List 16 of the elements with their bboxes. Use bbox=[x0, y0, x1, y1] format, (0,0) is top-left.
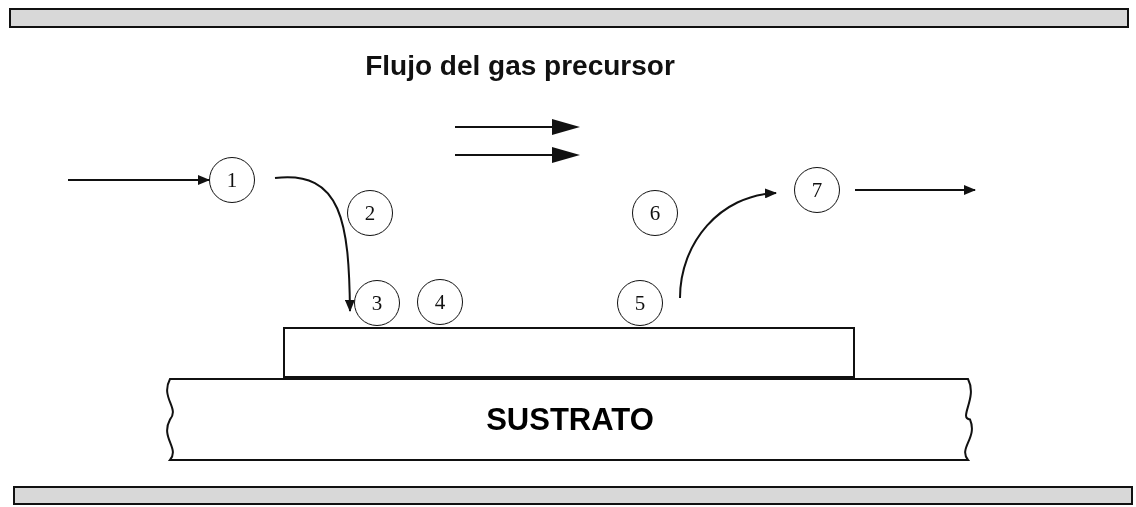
step-circle: 4 bbox=[417, 279, 463, 325]
film-layer bbox=[283, 327, 855, 378]
step-circle: 6 bbox=[632, 190, 678, 236]
step-circle: 2 bbox=[347, 190, 393, 236]
arrow bbox=[67, 175, 210, 185]
heading: Flujo del gas precursor bbox=[364, 50, 676, 82]
wall-bar bbox=[13, 486, 1133, 505]
substrate-label: SUSTRATO bbox=[486, 401, 654, 438]
arrow bbox=[854, 185, 976, 195]
wall-bar bbox=[9, 8, 1129, 28]
arrow bbox=[274, 176, 355, 312]
step-circle: 5 bbox=[617, 280, 663, 326]
arrow bbox=[679, 189, 777, 299]
step-circle: 7 bbox=[794, 167, 840, 213]
step-circle: 1 bbox=[209, 157, 255, 203]
step-circle: 3 bbox=[354, 280, 400, 326]
